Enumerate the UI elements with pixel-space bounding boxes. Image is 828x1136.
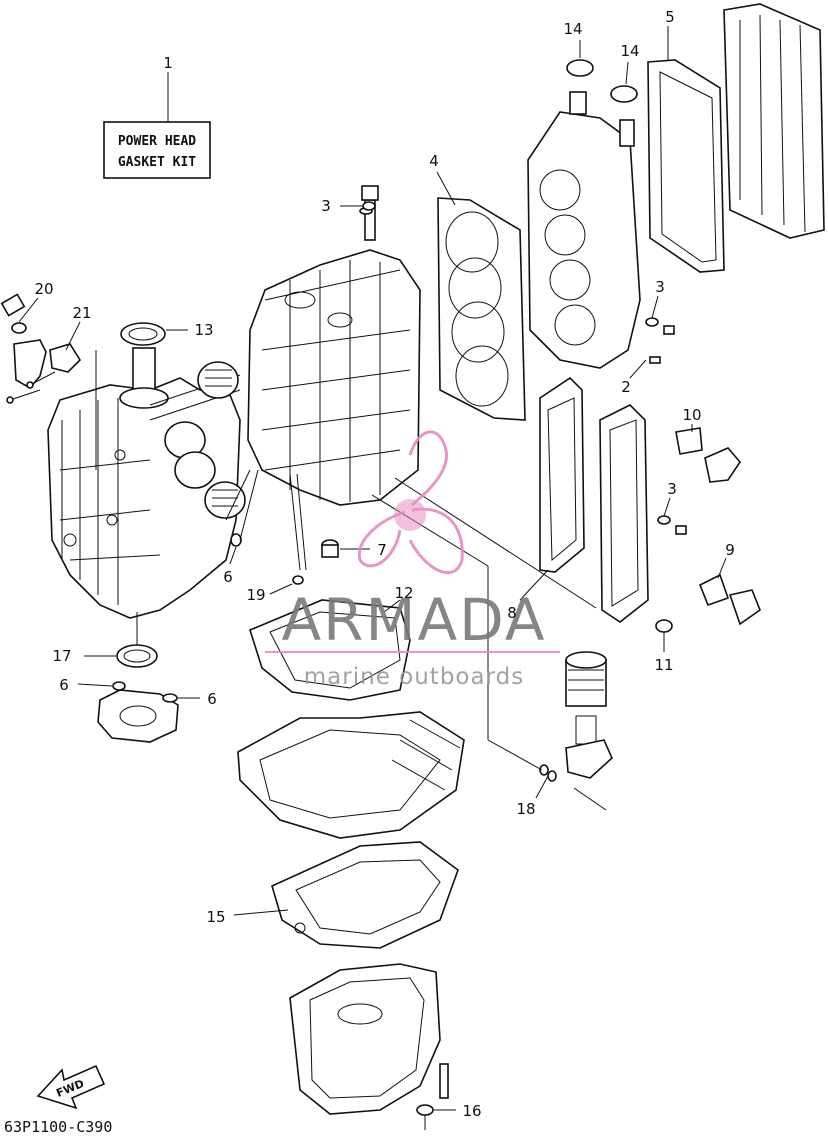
armada-watermark: ARMADA marine outboards: [265, 430, 560, 690]
callout-5: 5: [665, 8, 675, 26]
plug-7-part: [321, 539, 370, 558]
cylinder-head-part: [527, 91, 641, 369]
cylinder-head-cover-part: [723, 3, 825, 239]
callout-6-block: 6: [223, 568, 233, 586]
oil-seal-13-part: [120, 322, 188, 346]
hose-19-part: [269, 473, 307, 595]
bolt-washer-2-part: [629, 356, 661, 379]
anode-20-part: [0, 293, 47, 404]
o-ring-18-part: [535, 764, 557, 799]
callout-20: 20: [34, 280, 53, 298]
kit-box-line1: POWER HEAD: [118, 134, 196, 149]
callout-11: 11: [654, 656, 673, 674]
callout-14-right: 14: [620, 42, 639, 60]
exhaust-cover-gasket-8-part: [519, 376, 585, 601]
callout-15: 15: [206, 908, 225, 926]
oil-pump-housing-part: [77, 681, 200, 743]
o-ring-11-part: [655, 619, 673, 652]
bolt-washer-3a-part: [340, 201, 376, 211]
cylinder-block-part: [247, 185, 421, 506]
watermark-brand: ARMADA: [281, 586, 546, 654]
gasket-12-part: [249, 599, 411, 701]
callout-9: 9: [725, 541, 735, 559]
pressure-valve-9-part: [698, 557, 761, 626]
forward-arrow-icon: FWD: [36, 1064, 106, 1110]
crankshaft-part: [119, 347, 246, 519]
callout-19: 19: [246, 586, 265, 604]
propeller-logo-icon: [357, 430, 464, 574]
gasket-15-part: [233, 841, 459, 949]
callout-17: 17: [52, 647, 71, 665]
callout-14-left: 14: [563, 20, 582, 38]
callout-12: 12: [394, 584, 413, 602]
callout-6-pump-left: 6: [59, 676, 69, 694]
callout-18: 18: [516, 800, 535, 818]
gasket-kit-box: POWER HEAD GASKET KIT: [103, 72, 211, 179]
callout-21: 21: [72, 304, 91, 322]
callout-4: 4: [429, 152, 439, 170]
bolt-16-part: [416, 1063, 456, 1130]
callout-8: 8: [507, 604, 517, 622]
oil-pan-part: [289, 963, 441, 1115]
kit-box-line2: GASKET KIT: [118, 155, 196, 170]
cover-21-part: [26, 321, 82, 389]
o-ring-6-part: [229, 469, 259, 565]
oil-seal-17-part: [84, 612, 158, 668]
callout-3-top: 3: [321, 197, 331, 215]
thermostat-cover-10-part: [675, 424, 742, 483]
oil-filter-part: [565, 651, 613, 811]
bolt-washer-3b-part: [645, 295, 675, 335]
callout-16: 16: [462, 1102, 481, 1120]
callout-3-cover: 3: [667, 480, 677, 498]
watermark-tagline: marine outboards: [304, 664, 524, 690]
diagram-code: 63P1100-C390: [4, 1118, 112, 1136]
callout-7: 7: [377, 541, 387, 559]
head-cover-gasket-5-part: [647, 26, 725, 273]
exhaust-guide-part: [237, 711, 465, 839]
exhaust-inner-cover-part: [599, 404, 649, 623]
oil-seal-14-part: [566, 40, 638, 103]
callout-2: 2: [621, 378, 631, 396]
callout-10: 10: [682, 406, 701, 424]
callout-6-pump-right: 6: [207, 690, 217, 708]
callout-13: 13: [194, 321, 213, 339]
callout-3-head: 3: [655, 278, 665, 296]
callout-1: 1: [163, 54, 173, 72]
bolt-washer-3c-part: [657, 497, 687, 535]
head-gasket-4-part: [436, 171, 526, 421]
